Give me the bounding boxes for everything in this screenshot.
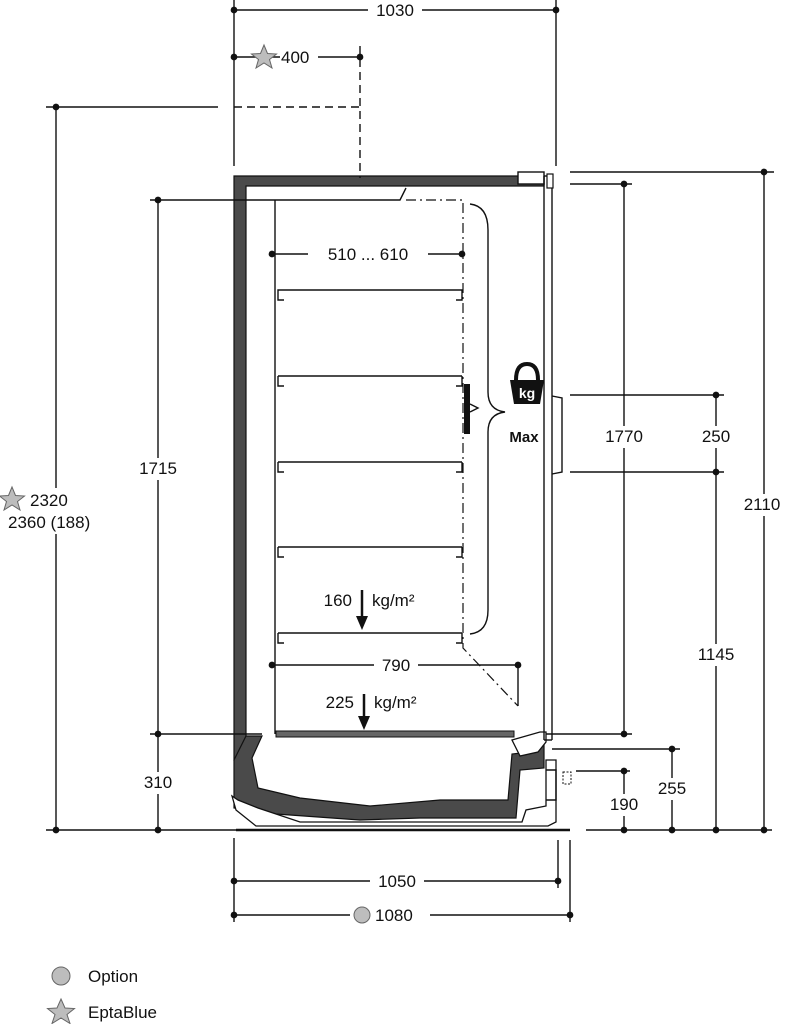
dim-inner-height: 1715: [139, 459, 177, 478]
glass-door: [543, 173, 554, 741]
shelf-5: [277, 632, 463, 644]
dim-plinth-255: 255: [658, 779, 686, 798]
dim-total-height-1: 2320: [30, 491, 68, 510]
dim-shelf-depth: 510 ... 610: [328, 245, 408, 264]
dim-total-height-2: 2360 (188): [8, 513, 90, 532]
bottom-load-value: 225: [326, 693, 354, 712]
down-arrow-head: [358, 716, 370, 730]
dim-bottom-depth: 790: [382, 656, 410, 675]
shelf-2: [277, 375, 463, 387]
dimension-labels: 1030 400 510 ... 610 1715 2320 2360 (188…: [0, 1, 781, 925]
max-label: Max: [509, 429, 539, 446]
dim-handle-height: 250: [702, 427, 730, 446]
weight-label: kg: [519, 385, 535, 401]
shelf-bracket: [464, 384, 470, 434]
dim-top-width: 1030: [376, 1, 414, 20]
shelf-load-value: 160: [324, 591, 352, 610]
star-icon: [0, 485, 26, 512]
dim-top-option: 400: [281, 48, 309, 67]
drain-pipe: [546, 769, 557, 801]
bottom-load-unit: kg/m²: [374, 693, 417, 712]
star-icon: [46, 997, 76, 1024]
interior-back-panel: [274, 187, 407, 734]
legend-option-label: Option: [88, 967, 138, 986]
dim-door-height: 1770: [605, 427, 643, 446]
down-arrow-head: [356, 616, 368, 630]
door-handle: [551, 395, 563, 475]
interior-front-line: [406, 199, 519, 707]
shelves: [277, 289, 463, 644]
cabinet-top-header: [517, 171, 545, 185]
kettlebell-icon: kg: [510, 361, 544, 404]
cabinet-plinth: [230, 759, 557, 827]
dim-plinth-190: 190: [610, 795, 638, 814]
shelf-load-unit: kg/m²: [372, 591, 415, 610]
dim-base-width: 1050: [378, 872, 416, 891]
circle-icon: [51, 966, 71, 986]
shelf-bracket-notch: [469, 403, 480, 413]
bottom-deck: [275, 730, 515, 738]
cabinet-section: [230, 171, 572, 832]
max-load-brace: [469, 203, 506, 635]
shelf-4: [277, 546, 463, 558]
dim-handle-base: 1145: [698, 645, 735, 664]
dim-base-option: 1080: [375, 906, 413, 925]
shelf-1: [277, 289, 463, 301]
dimension-lines: [46, 0, 774, 922]
dim-base-height: 310: [144, 773, 172, 792]
tank-front-lip: [511, 731, 547, 757]
cabinet-bottom-tank: [233, 735, 545, 821]
legend-eptablue-label: EptaBlue: [88, 1003, 157, 1022]
star-icon: [250, 43, 278, 70]
shelf-3: [277, 461, 463, 473]
drain-fitting: [562, 771, 572, 785]
legend: Option EptaBlue: [46, 966, 157, 1024]
circle-icon: [353, 906, 371, 924]
dim-total-right: 2110: [744, 495, 781, 514]
